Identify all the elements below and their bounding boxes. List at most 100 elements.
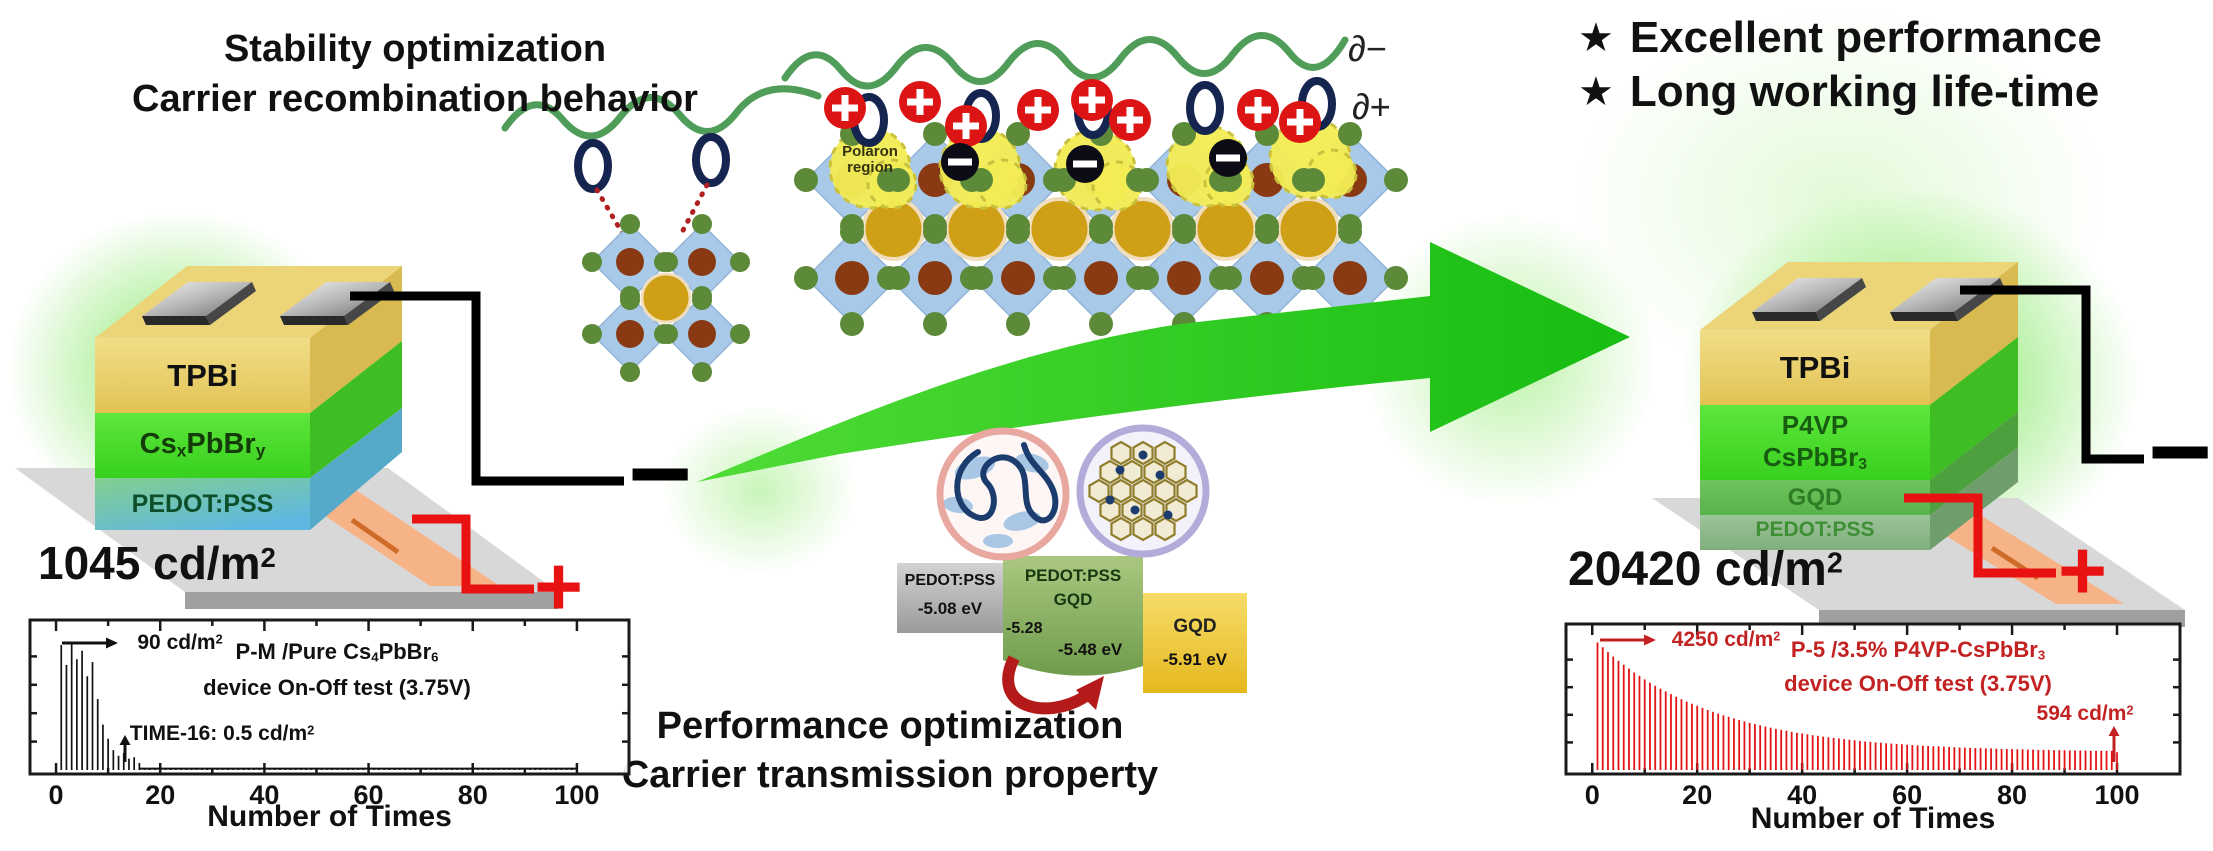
electron-minus-charge — [1209, 139, 1247, 177]
lead-ion — [1167, 261, 1201, 295]
annotation-arrows — [1600, 634, 2120, 762]
halide-ion — [692, 362, 712, 382]
x-tick-label: 20 — [145, 780, 175, 808]
halide-ion — [1384, 168, 1408, 192]
halide-ion — [1384, 266, 1408, 290]
left-side-cspbbr — [310, 341, 402, 478]
improvement-arrow — [697, 242, 1630, 482]
hole-plus-charge — [1017, 89, 1059, 131]
left-layer-tpbi — [95, 338, 310, 413]
x-tick-label: 40 — [249, 780, 279, 808]
lead-ion — [1001, 261, 1035, 295]
halide-ion — [1172, 122, 1196, 146]
halide-ion — [620, 286, 640, 306]
hole-plus-charge — [824, 87, 866, 129]
cesium-cation — [1027, 197, 1092, 261]
halide-ion — [1126, 266, 1150, 290]
halide-ion — [1006, 122, 1030, 146]
lead-ion — [616, 320, 644, 348]
lead-ion — [1084, 261, 1118, 295]
halide-ion — [877, 266, 901, 290]
halide-ion — [620, 362, 640, 382]
lead-ion — [688, 248, 716, 276]
halide-ion — [692, 286, 712, 306]
right-device — [1652, 262, 2185, 627]
halide-ion — [1172, 220, 1196, 244]
halide-ion — [840, 220, 864, 244]
halide-ion — [1089, 312, 1113, 336]
polymer-anchored-cluster-diagram — [501, 85, 822, 382]
chart-frame — [28, 618, 631, 776]
hole-plus-charge — [899, 81, 941, 123]
carbonyl-O-ring — [692, 133, 730, 187]
hole-plus-charge — [945, 105, 987, 147]
halide-ion — [692, 214, 712, 234]
cesium-cation — [1276, 197, 1341, 261]
x-tick-label: 20 — [1682, 780, 1712, 810]
hole-plus-charge — [1071, 79, 1113, 121]
halide-ion — [1006, 312, 1030, 336]
charge-transfer-arrow — [1002, 655, 1090, 715]
polymer-chain-wave — [501, 85, 822, 140]
left-device — [15, 266, 624, 609]
halide-ion — [582, 324, 602, 344]
energy-block-pedot-gqd — [1003, 556, 1143, 676]
halide-ion — [1292, 266, 1316, 290]
hole-plus-charge — [1109, 99, 1151, 141]
lead-ion — [1333, 261, 1367, 295]
halide-ion — [1126, 168, 1150, 192]
left-onoff-chart: 0 20 40 60 80 100 — [28, 618, 631, 808]
left-electrode-1 — [142, 282, 256, 325]
left-side-tpbi — [310, 266, 402, 413]
x-tick-label: 60 — [1892, 780, 1922, 810]
right-side-perovskite — [1930, 337, 2018, 480]
pedot-chain-squiggle — [954, 442, 1059, 524]
right-layer-pedot — [1700, 515, 1930, 550]
halide-ion — [1255, 220, 1279, 244]
chart-frame — [1564, 622, 2182, 776]
halide-ion — [877, 168, 901, 192]
x-tick-label: 100 — [554, 780, 599, 808]
lead-ion — [918, 261, 952, 295]
energy-block-gqd — [1143, 593, 1247, 693]
charge-transfer-arrowhead — [1076, 676, 1104, 710]
coordination-bond — [594, 187, 627, 239]
left-side-pedot — [310, 408, 402, 530]
cesium-cation — [640, 272, 692, 324]
lead-ion — [1250, 261, 1284, 295]
left-layer-cspbbr — [95, 413, 310, 478]
lead-ion — [688, 320, 716, 348]
x-tick-label: 60 — [354, 780, 384, 808]
halide-ion — [582, 252, 602, 272]
x-tick-label: 80 — [458, 780, 488, 808]
halide-ion — [923, 312, 947, 336]
cesium-cation — [1193, 197, 1258, 261]
x-tick-label: 0 — [49, 780, 64, 808]
halide-ion — [654, 324, 674, 344]
lead-ion — [616, 248, 644, 276]
left-ito-mark — [350, 517, 400, 555]
x-tick-label: 40 — [1787, 780, 1817, 810]
electron-minus-charge — [941, 143, 979, 181]
halide-ion — [794, 266, 818, 290]
right-layer-perovskite — [1700, 405, 1930, 480]
x-tick-label: 0 — [1585, 780, 1600, 810]
halide-ion — [1338, 220, 1362, 244]
right-layer-tpbi — [1700, 330, 1930, 405]
chart-ticks — [1566, 624, 2180, 774]
x-tick-label: 80 — [1997, 780, 2027, 810]
pedot-molecule-circle — [936, 427, 1070, 561]
polymer-chain-wave — [781, 32, 1349, 90]
halide-ion — [960, 266, 984, 290]
lead-ion — [835, 261, 869, 295]
right-layer-gqd — [1700, 480, 1930, 515]
energy-block-pedot — [897, 563, 1003, 633]
coordination-bond — [677, 182, 710, 239]
energy-level-diagram — [897, 424, 1247, 715]
halide-ion — [794, 168, 818, 192]
spike-series — [1596, 642, 2118, 770]
halide-ion — [1006, 220, 1030, 244]
